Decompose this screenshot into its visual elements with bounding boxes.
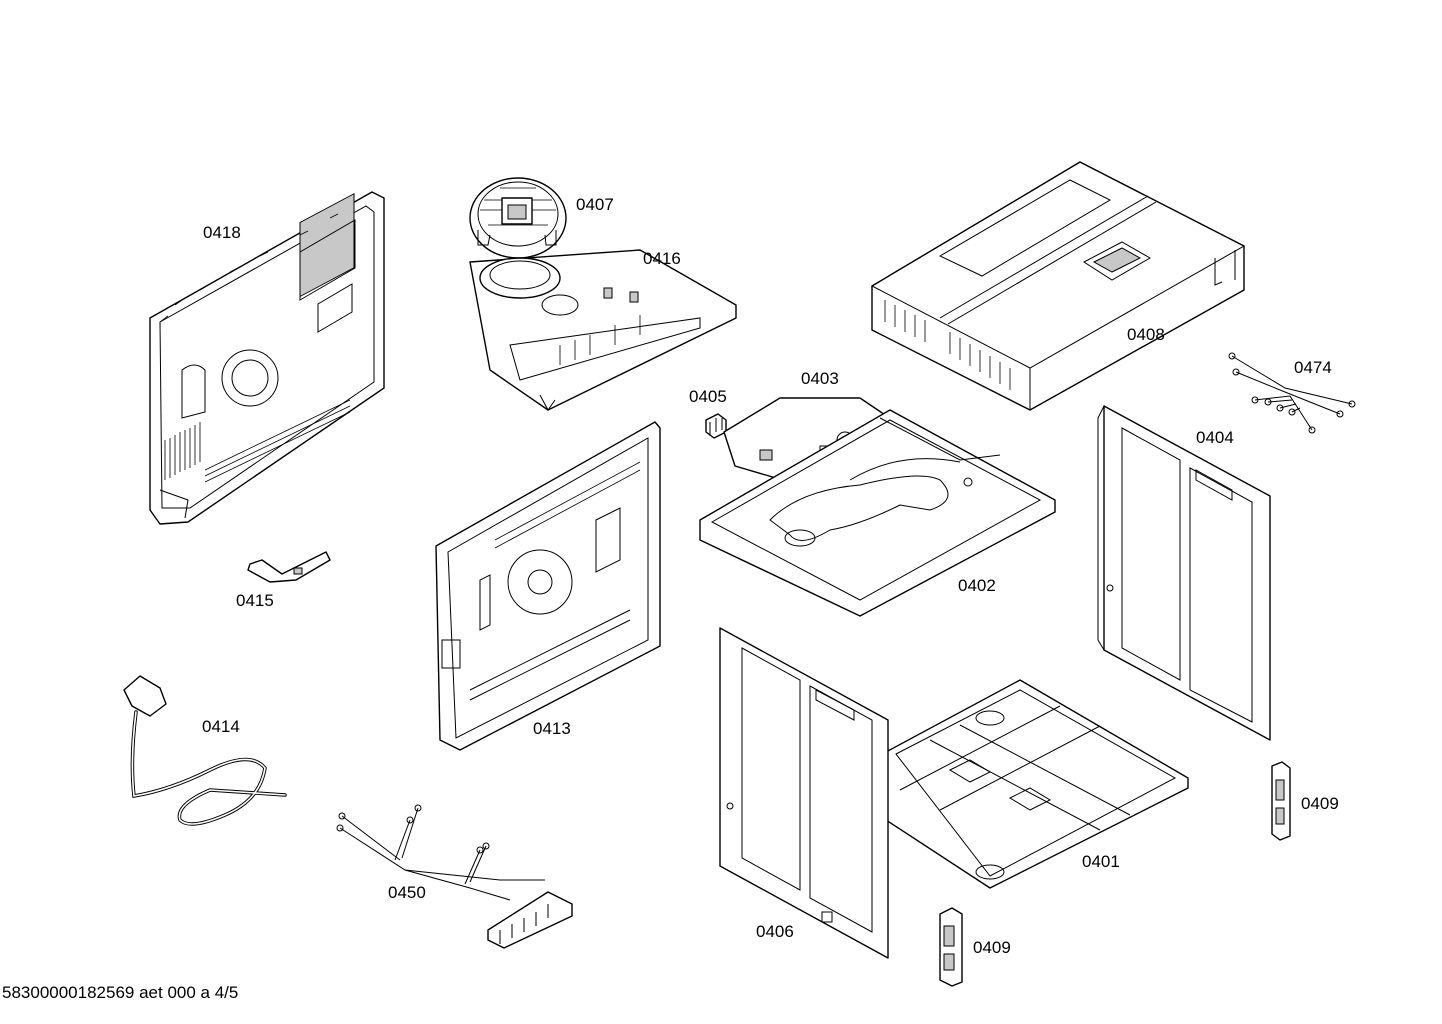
part-0409-bracket-lower [939,907,963,987]
part-0408-top-cover [870,161,1246,411]
label-0414: 0414 [202,717,240,736]
label-0401: 0401 [1082,852,1120,871]
label-0416: 0416 [643,249,681,268]
label-0403: 0403 [801,369,839,388]
label-0409-right: 0409 [1301,794,1339,813]
document-footer-id: 58300000182569 aet 000 a 4/5 [2,983,239,1002]
part-0401-bottom-frame [885,679,1189,889]
label-0450: 0450 [388,883,426,902]
part-0416-fan-duct [469,249,737,411]
part-0415-bracket [247,551,331,583]
label-0415: 0415 [236,591,274,610]
part-0406-side-panel-left [719,627,889,959]
part-0402-bottom-tray [699,409,1056,617]
label-0406: 0406 [756,922,794,941]
part-0413-back-wall [435,421,661,751]
label-0408: 0408 [1127,325,1165,344]
part-0450-wiring-harness [336,804,573,949]
label-0409-lower: 0409 [973,938,1011,957]
part-0405-switch [705,413,727,439]
part-0404-side-panel-right [1097,405,1271,741]
label-0413: 0413 [533,719,571,738]
label-0404: 0404 [1196,428,1234,447]
part-0418-rear-panel [149,191,385,525]
part-0414-power-cord [123,675,287,826]
part-0474-wire-harness [1228,352,1356,434]
label-0418: 0418 [203,223,241,242]
label-0405: 0405 [689,387,727,406]
part-0407-fan-motor [469,177,567,259]
label-0474: 0474 [1294,358,1332,377]
part-0409-bracket-right [1271,761,1291,841]
label-0407: 0407 [576,195,614,214]
label-0402: 0402 [958,576,996,595]
